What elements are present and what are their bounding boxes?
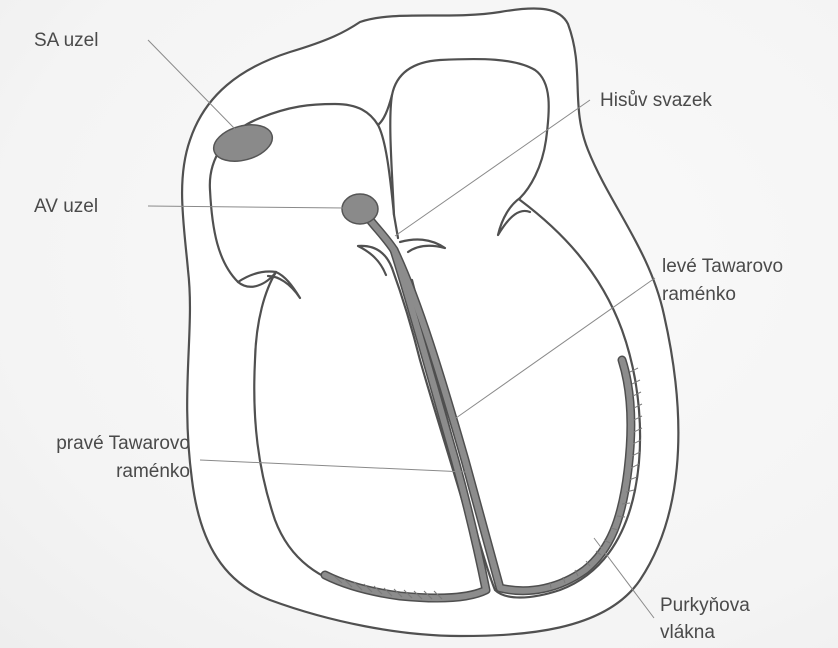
right-bundle-label-line2: raménko <box>116 461 190 482</box>
purkinje-label-line1: Purkyňova <box>660 595 750 616</box>
sa-node-leader <box>148 40 236 130</box>
his-bundle-label: Hisův svazek <box>600 90 712 111</box>
purkinje-label-line2: vlákna <box>660 622 715 643</box>
av-node-shape <box>342 194 378 224</box>
right-bundle-label-line1: pravé Tawarovo <box>56 433 190 454</box>
left-bundle-label-line2: raménko <box>662 284 736 305</box>
sa-node-label: SA uzel <box>34 30 98 51</box>
left-bundle-label-line1: levé Tawarovo <box>662 256 783 277</box>
av-node-label: AV uzel <box>34 196 98 217</box>
